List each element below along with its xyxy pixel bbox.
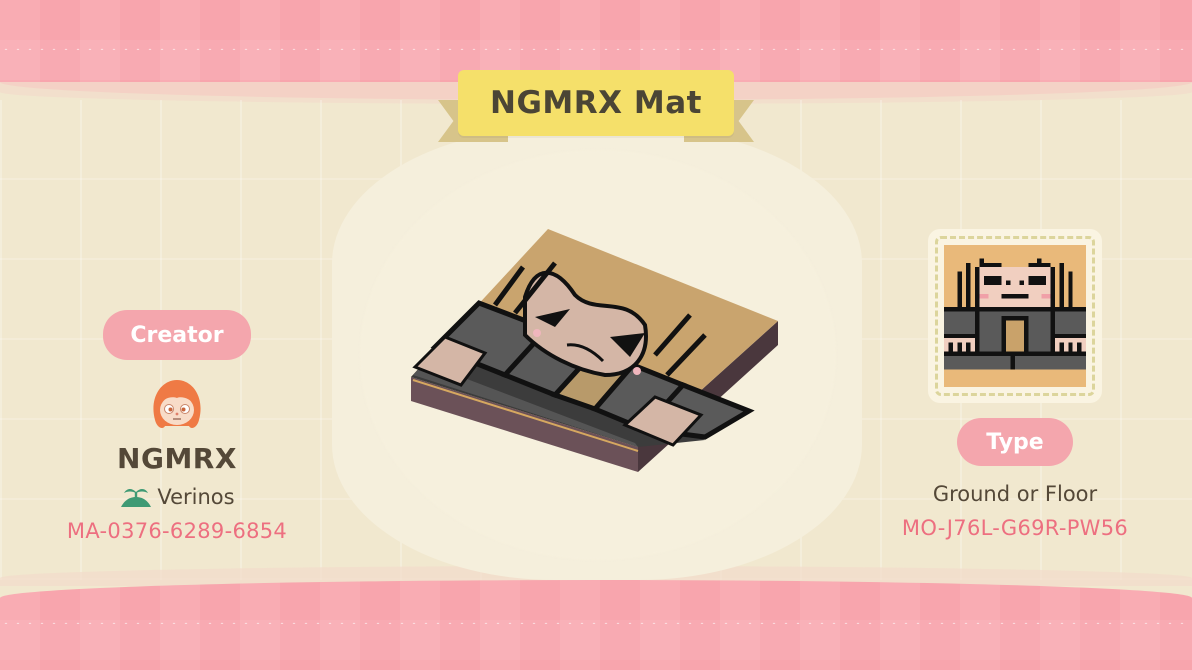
- type-label: Type: [986, 429, 1044, 455]
- island-name: Verinos: [157, 485, 235, 509]
- mat-render-icon: [411, 229, 778, 472]
- creator-name: NGMRX: [117, 442, 237, 475]
- bottom-pink-band: [0, 580, 1192, 670]
- villager-face-icon: [153, 380, 201, 428]
- palm-island-icon: [121, 489, 152, 507]
- creator-panel: Creator NGMRX Verinos MA-0376-6289-6854: [40, 310, 314, 543]
- design-code: MO-J76L-G69R-PW56: [901, 516, 1129, 540]
- creator-label: Creator: [130, 322, 224, 348]
- mat-3d-preview: [405, 225, 785, 475]
- creator-code: MA-0376-6289-6854: [66, 519, 288, 543]
- design-type-value: Ground or Floor: [932, 482, 1098, 506]
- design-info-panel: Type Ground or Floor MO-J76L-G69R-PW56: [870, 418, 1160, 540]
- design-thumbnail-frame: [928, 229, 1102, 403]
- title-ribbon: NGMRX Mat: [458, 70, 734, 136]
- island-row: Verinos: [119, 485, 235, 509]
- pixel-design-thumbnail: [944, 245, 1086, 387]
- design-title: NGMRX Mat: [490, 85, 702, 121]
- creator-avatar: [147, 376, 207, 436]
- creator-label-pill: Creator: [103, 310, 251, 360]
- thumbnail-dashed-border: [935, 236, 1095, 396]
- type-label-pill: Type: [957, 418, 1073, 466]
